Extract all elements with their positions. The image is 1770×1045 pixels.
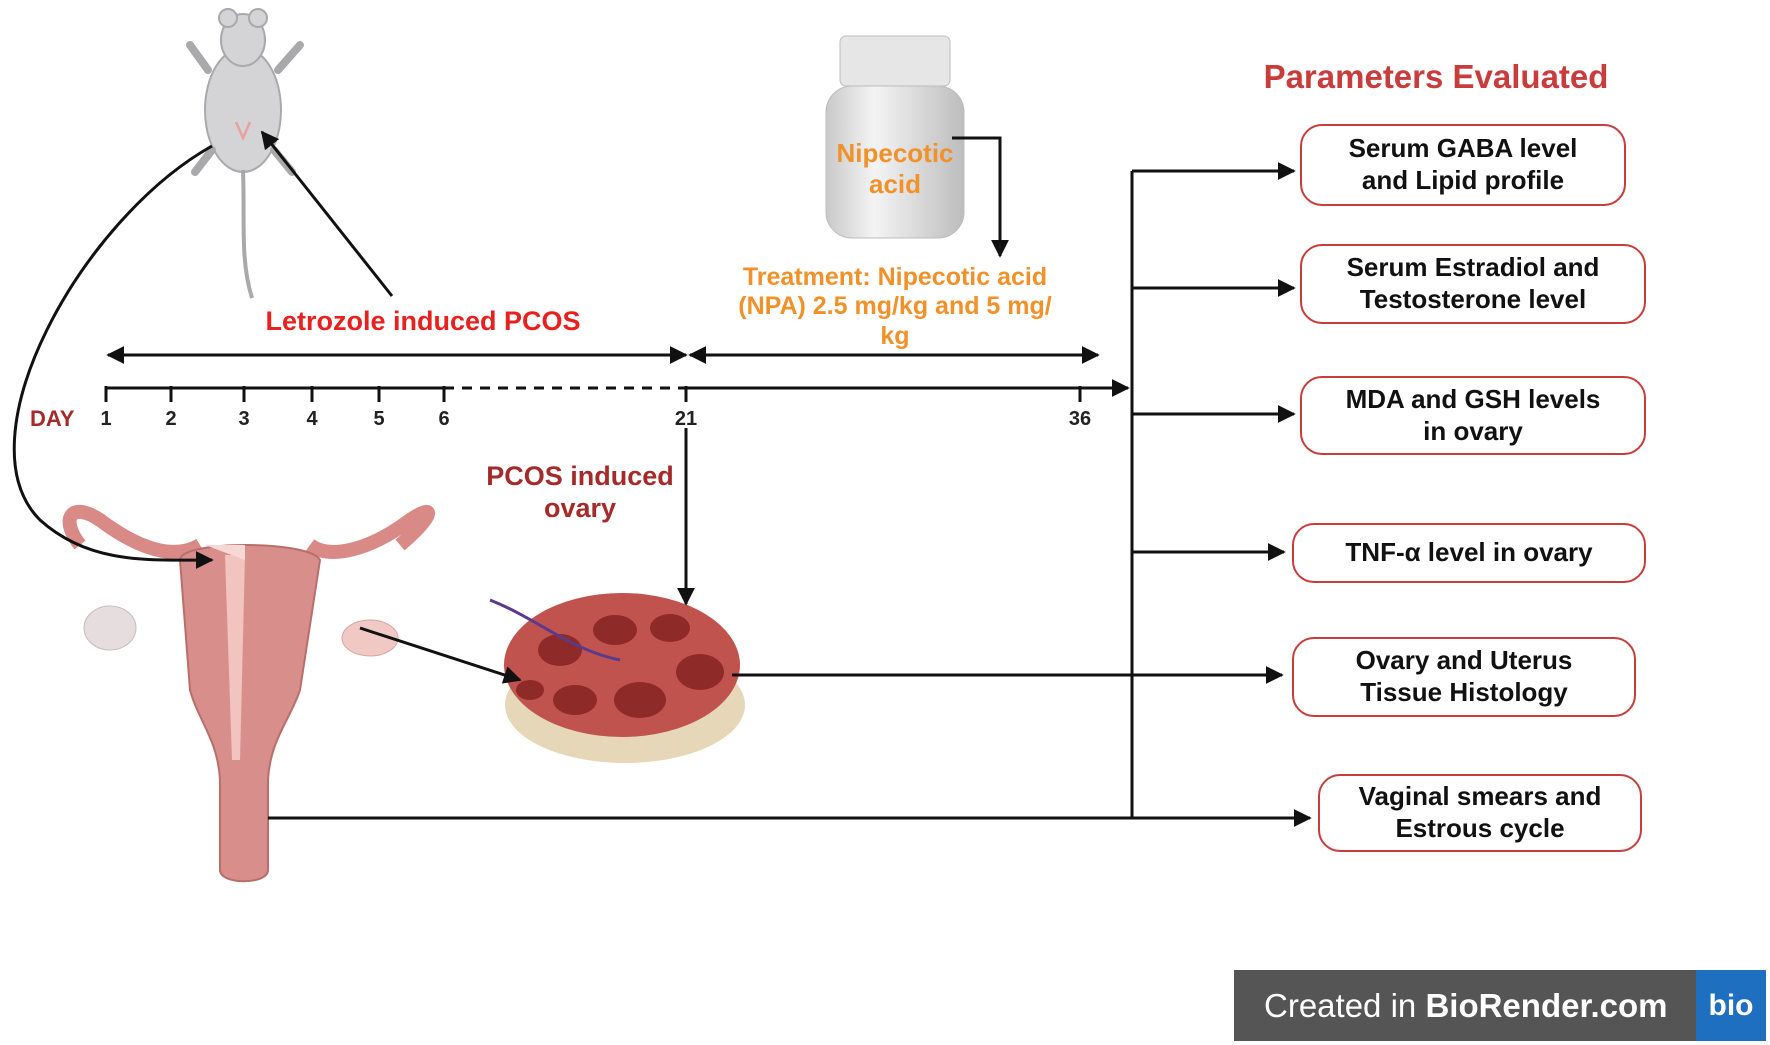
bottle-label-line1: Nipecotic (836, 138, 954, 168)
parameter-line: Vaginal smears and (1358, 781, 1602, 812)
parameter-line: Estrous cycle (1395, 813, 1565, 843)
bottle-label: Nipecotic acid (826, 138, 964, 200)
treatment-label-line3: kg (880, 321, 910, 350)
mouse-to-uterus-arrow (12, 144, 214, 570)
pcos-ovary-label-line2: ovary (543, 493, 617, 524)
bottle-to-treatment-arrow (952, 136, 1009, 258)
day-tick-label: 5 (373, 408, 385, 430)
biorender-prefix: Created in (1264, 986, 1426, 1024)
pcos-ovary-label: PCOS induced ovary (470, 460, 690, 525)
pcos-ovary-illustration (489, 593, 745, 763)
uterus-ovary-to-pcos-arrow (359, 626, 522, 684)
biorender-logo-icon: bio (1696, 970, 1766, 1041)
mouse-illustration (186, 8, 304, 299)
uterus-illustration (62, 504, 436, 883)
treatment-label: Treatment: Nipecotic acid (NPA) 2.5 mg/k… (700, 263, 1090, 351)
parameter-line: Serum GABA level (1348, 133, 1578, 164)
bottle-label-line2: acid (868, 169, 922, 200)
day-tick-label: 6 (438, 408, 450, 430)
biorender-text: Created in BioRender.com (1234, 987, 1696, 1025)
parameter-line: Ovary and Uterus (1355, 645, 1573, 676)
day-tick-label: 21 (674, 408, 698, 430)
parameter-line: Serum Estradiol and (1346, 252, 1600, 283)
biorender-badge[interactable]: Created in BioRender.com bio (1234, 970, 1766, 1041)
day-label: DAY (30, 406, 75, 431)
letrozole-to-mouse-arrow (260, 130, 394, 297)
parameters-heading: Parameters Evaluated (1263, 58, 1609, 95)
pcos-ovary-label-line1: PCOS induced (486, 461, 674, 491)
parameter-box-tnf: TNF-α level in ovary (1292, 523, 1646, 583)
parameter-line: in ovary (1423, 415, 1523, 446)
bottle-illustration (825, 35, 965, 239)
parameter-line: and Lipid profile (1361, 165, 1565, 195)
treatment-label-line1: Treatment: Nipecotic acid (742, 263, 1048, 291)
day-tick-label: 36 (1068, 408, 1092, 430)
day-tick-label: 2 (165, 408, 177, 430)
parameter-line: Tissue Histology (1360, 677, 1568, 707)
parameter-line: MDA and GSH levels (1345, 383, 1601, 414)
biorender-brand: BioRender.com (1425, 986, 1668, 1024)
parameter-line: TNF-α level in ovary (1345, 537, 1593, 568)
day-tick-label: 1 (100, 408, 112, 430)
day-tick-label: 4 (306, 408, 318, 430)
day-tick-label: 3 (238, 408, 250, 430)
letrozole-label: Letrozole induced PCOS (265, 306, 581, 336)
parameter-line: Testosterone level (1359, 284, 1587, 314)
treatment-label-line2: (NPA) 2.5 mg/kg and 5 mg/ (738, 292, 1052, 321)
